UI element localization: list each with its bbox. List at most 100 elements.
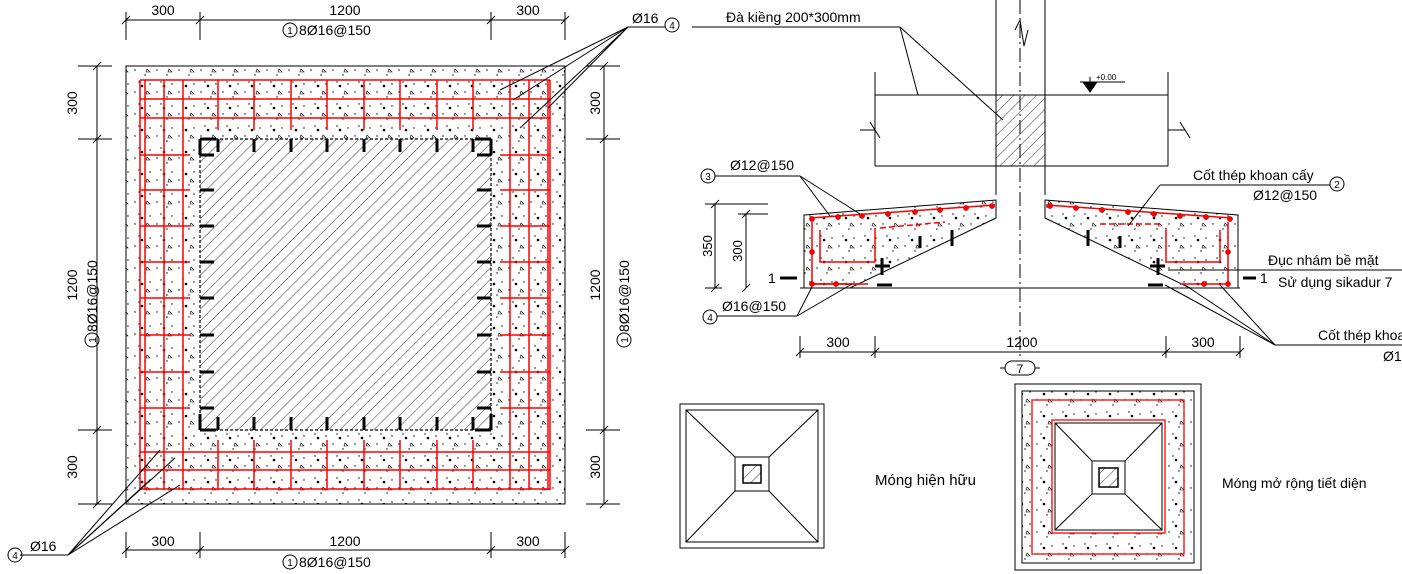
section-left-concrete	[803, 199, 997, 289]
callout-2: Cốt thép khoan cấy 2 Ø12@150	[1127, 167, 1345, 227]
legend-existing: Móng hiện hữu	[679, 403, 976, 549]
rebar-dot	[1073, 205, 1079, 211]
existing-footing	[199, 138, 492, 431]
rebar-dot	[885, 211, 891, 217]
rebar-dot	[1047, 203, 1053, 209]
dowel-dia: Ø1	[1383, 348, 1402, 364]
rebar-dot	[1125, 209, 1131, 215]
rebar-left-label: 8Ø16@150	[84, 260, 100, 332]
dim-top: 300 1200 300 1 8Ø16@150	[121, 2, 570, 40]
dim-300-vertical: 300	[730, 240, 745, 262]
dia-16-top: Ø16	[632, 10, 659, 26]
break-mark-left	[860, 121, 881, 139]
tag-4-top: 4	[669, 21, 675, 32]
rebar-4-label: Ø16@150	[722, 298, 786, 314]
rebar-dot	[1203, 214, 1209, 220]
break-mark-right	[1168, 121, 1191, 139]
section-dim-3: 300	[1191, 334, 1215, 350]
legend-existing-label: Móng hiện hữu	[875, 472, 976, 489]
rebar-bottom-label: 8Ø16@150	[299, 554, 371, 570]
dim-left: 300 1200 300 1 8Ø16@150	[64, 61, 112, 509]
dim-right-3: 300	[587, 455, 603, 479]
tag-1-bottom: 1	[287, 558, 293, 569]
tag-1-left: 1	[88, 337, 99, 343]
legend-enlarged: Móng mở rộng tiết diện	[1014, 383, 1367, 571]
footing-plan: 300 1200 300 1 8Ø16@150 300 1200 300 1 8…	[7, 2, 680, 570]
rebar-dot	[835, 214, 841, 220]
rough-label: Đục nhám bề mặt	[1268, 252, 1379, 268]
rough-surface-note: Đục nhám bề mặt Sử dụng sikadur 7	[1168, 252, 1402, 290]
dim-350: 350	[700, 235, 715, 257]
dim-left-2: 1200	[64, 269, 80, 300]
callout-4: 4 Ø16@150	[702, 283, 853, 325]
leader-top-right: Ø16 4	[499, 10, 680, 129]
dim-top-2: 1200	[329, 2, 360, 18]
tag-3: 3	[705, 172, 711, 183]
legend-column-enlarged	[1098, 467, 1119, 488]
section-dim-1: 300	[826, 334, 850, 350]
beam-section	[995, 94, 1046, 167]
rebar-dot	[859, 213, 865, 219]
tag-4-section: 4	[707, 313, 713, 324]
rebar-dot	[963, 205, 969, 211]
rebar-dot	[809, 249, 815, 255]
level-value: +0.00	[1096, 73, 1117, 82]
plan-rebar-grid	[139, 79, 551, 490]
rebar-dot	[1177, 213, 1183, 219]
axis-tag: 7	[1017, 362, 1024, 376]
dim-top-1: 300	[151, 2, 175, 18]
section-mark-right: 1	[1260, 270, 1268, 286]
rebar-dot	[1201, 281, 1207, 287]
leader-bottom-left: Ø16 4	[7, 449, 181, 563]
rebar-right-label: 8Ø16@150	[616, 260, 632, 332]
dowel-note: Cốt thép khoa Ø1	[1164, 284, 1402, 364]
level-mark: +0.00	[1080, 73, 1125, 93]
rebar-dot	[809, 216, 815, 222]
tag-1-right: 1	[620, 337, 631, 343]
break-mark-top	[1014, 18, 1029, 47]
section-dims-vertical: 350 300	[700, 199, 768, 293]
dim-top-3: 300	[516, 2, 540, 18]
rebar-dot	[937, 207, 943, 213]
drilled-label: Cốt thép khoan cấy	[1193, 167, 1314, 183]
rebar-top-label: 8Ø16@150	[299, 22, 371, 38]
section-rebar-dots	[809, 203, 1233, 287]
dim-left-3: 300	[64, 455, 80, 479]
section-anchors	[875, 230, 1165, 287]
rebar-dot	[912, 209, 918, 215]
rebar-dot	[1225, 249, 1231, 255]
tag-2: 2	[1334, 180, 1340, 191]
dim-bottom-1: 300	[151, 533, 175, 549]
rebar-3-label: Ø12@150	[730, 157, 794, 173]
legend-column-existing	[742, 464, 762, 484]
rebar-dot	[1227, 216, 1233, 222]
drilled-dowels	[198, 137, 493, 432]
rebar-dot	[833, 281, 839, 287]
tie-beam	[860, 72, 1191, 167]
legend-enlarged-label: Móng mở rộng tiết diện	[1222, 475, 1367, 491]
sikadur-label: Sử dụng sikadur 7	[1278, 274, 1393, 290]
dim-right: 300 1200 300 1 8Ø16@150	[586, 61, 632, 509]
dim-left-1: 300	[64, 91, 80, 115]
dia-16-bottom: Ø16	[30, 538, 57, 554]
section-mark-left: 1	[768, 270, 776, 286]
section-dim-2: 1200	[1006, 334, 1037, 350]
dowel-label: Cốt thép khoa	[1318, 327, 1402, 343]
rebar-dot	[1225, 281, 1231, 287]
dim-bottom-3: 300	[516, 533, 540, 549]
dim-right-1: 300	[587, 91, 603, 115]
section-right-concrete	[1044, 199, 1239, 289]
rebar-2-label: Ø12@150	[1253, 187, 1317, 203]
callout-3: 3 Ø12@150	[700, 157, 861, 217]
dim-bottom: 300 1200 300 1 8Ø16@150	[121, 532, 570, 570]
dim-bottom-2: 1200	[329, 533, 360, 549]
rebar-dot	[809, 281, 815, 287]
rebar-dot	[989, 203, 995, 209]
rebar-dot	[1099, 207, 1105, 213]
tag-1-top: 1	[287, 26, 293, 37]
tag-4-bottom: 4	[12, 551, 18, 562]
beam-label: Đà kiềng 200*300mm	[726, 9, 861, 25]
dim-right-2: 1200	[587, 269, 603, 300]
section-dims-horizontal: 300 1200 300 7	[795, 334, 1245, 376]
